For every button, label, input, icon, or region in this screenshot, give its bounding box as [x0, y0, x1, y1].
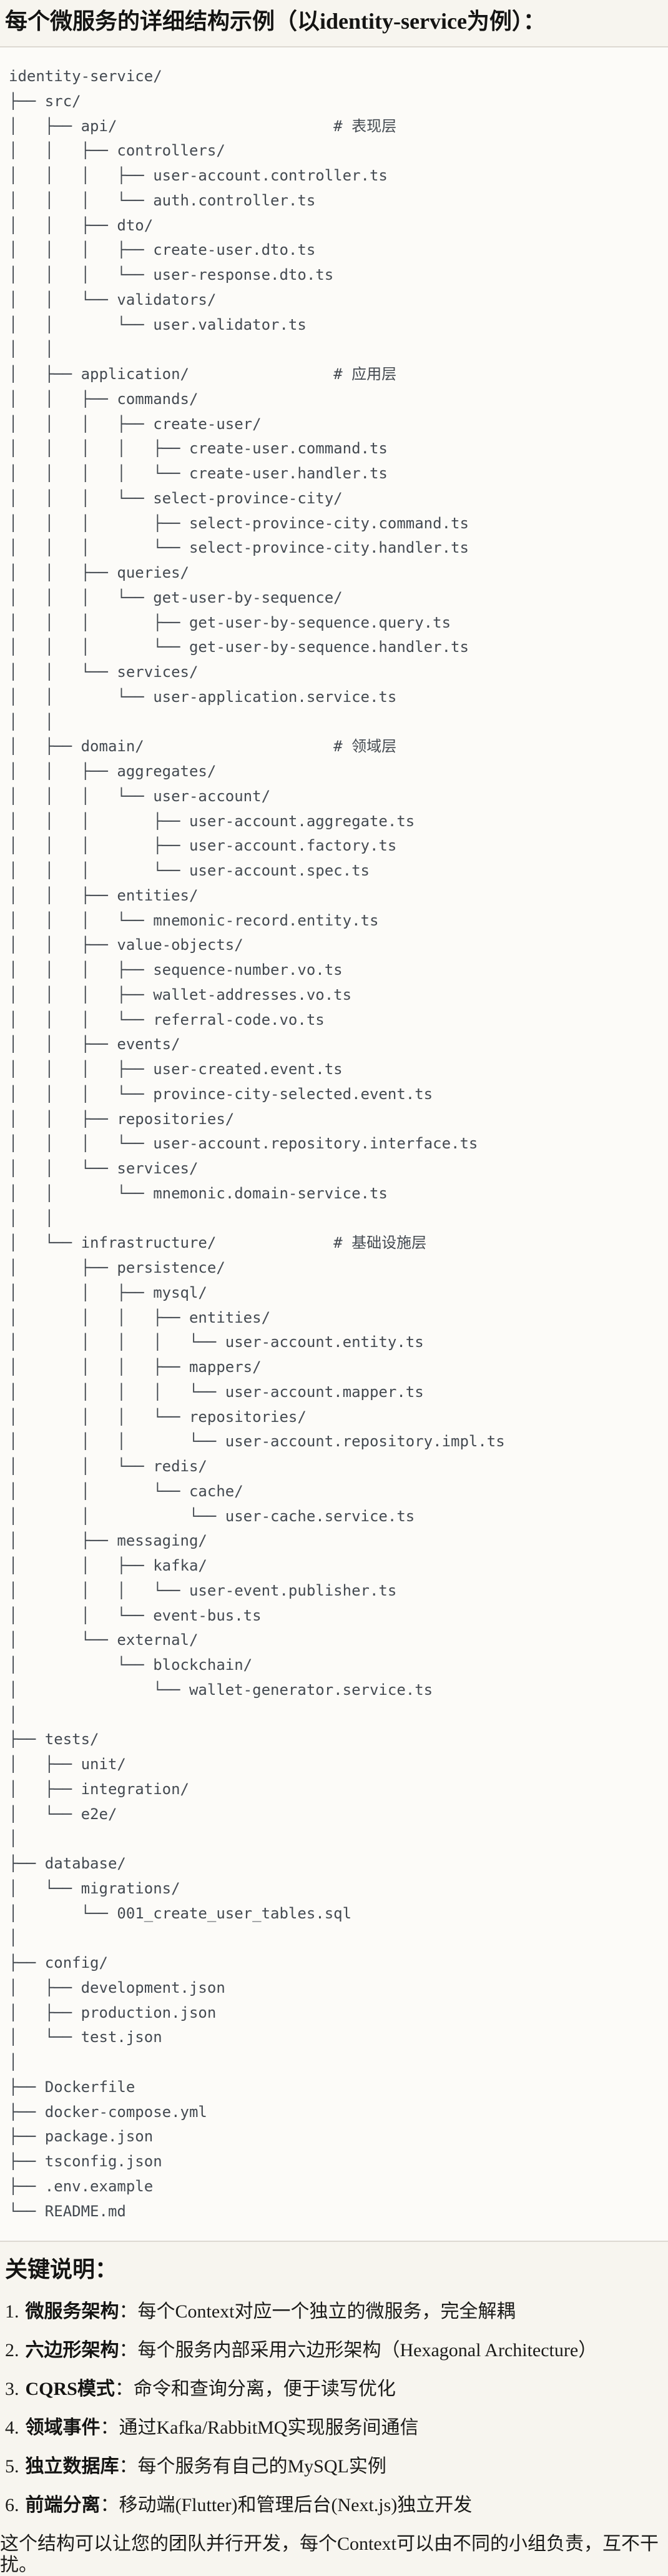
note-desc: ：每个服务有自己的MySQL实例 [119, 2456, 386, 2477]
note-item-cqrs: 3. CQRS模式：命令和查询分离，便于读写优化 [5, 2379, 663, 2399]
note-desc: ：通过Kafka/RabbitMQ实现服务间通信 [100, 2417, 419, 2439]
note-desc: ：命令和查询分离，便于读写优化 [114, 2379, 396, 2400]
note-term: CQRS模式 [25, 2379, 115, 2400]
note-desc: ：每个服务内部采用六边形架构（Hexagonal Architecture） [119, 2340, 597, 2361]
note-number: 6. [5, 2495, 19, 2516]
note-number: 2. [5, 2340, 19, 2361]
note-item-hexagonal: 2. 六边形架构：每个服务内部采用六边形架构（Hexagonal Architec… [5, 2340, 663, 2361]
note-number: 1. [5, 2301, 19, 2322]
note-desc: ：每个Context对应一个独立的微服务，完全解耦 [119, 2301, 516, 2322]
directory-tree: identity-service/ ├── src/ │ ├── api/ # … [9, 67, 505, 2220]
note-number: 3. [5, 2379, 19, 2400]
note-number: 5. [5, 2456, 19, 2477]
note-desc: ：移动端(Flutter)和管理后台(Next.js)独立开发 [100, 2495, 473, 2516]
note-term: 领域事件 [25, 2417, 101, 2439]
page-title: 每个微服务的详细结构示例（以identity-service为例）： [5, 9, 546, 34]
note-number: 4. [5, 2417, 19, 2439]
notes-footer: 这个结构可以让您的团队并行开发，每个Context可以由不同的小组负责，互不干扰… [0, 2534, 659, 2576]
note-term: 前端分离 [25, 2495, 101, 2516]
code-block: identity-service/ ├── src/ │ ├── api/ # … [0, 46, 668, 2243]
note-item-database: 5. 独立数据库：每个服务有自己的MySQL实例 [5, 2456, 663, 2477]
note-item-domain-events: 4. 领域事件：通过Kafka/RabbitMQ实现服务间通信 [5, 2417, 663, 2438]
notes-section: 关键说明： 1. 微服务架构：每个Context对应一个独立的微服务，完全解耦 2… [0, 2242, 668, 2576]
note-item-frontend: 6. 前端分离：移动端(Flutter)和管理后台(Next.js)独立开发 [5, 2495, 663, 2515]
note-term: 独立数据库 [25, 2456, 119, 2477]
notes-heading: 关键说明： [5, 2257, 118, 2282]
note-term: 微服务架构 [25, 2301, 119, 2322]
note-item-microservice: 1. 微服务架构：每个Context对应一个独立的微服务，完全解耦 [5, 2301, 663, 2322]
note-term: 六边形架构 [25, 2340, 119, 2361]
